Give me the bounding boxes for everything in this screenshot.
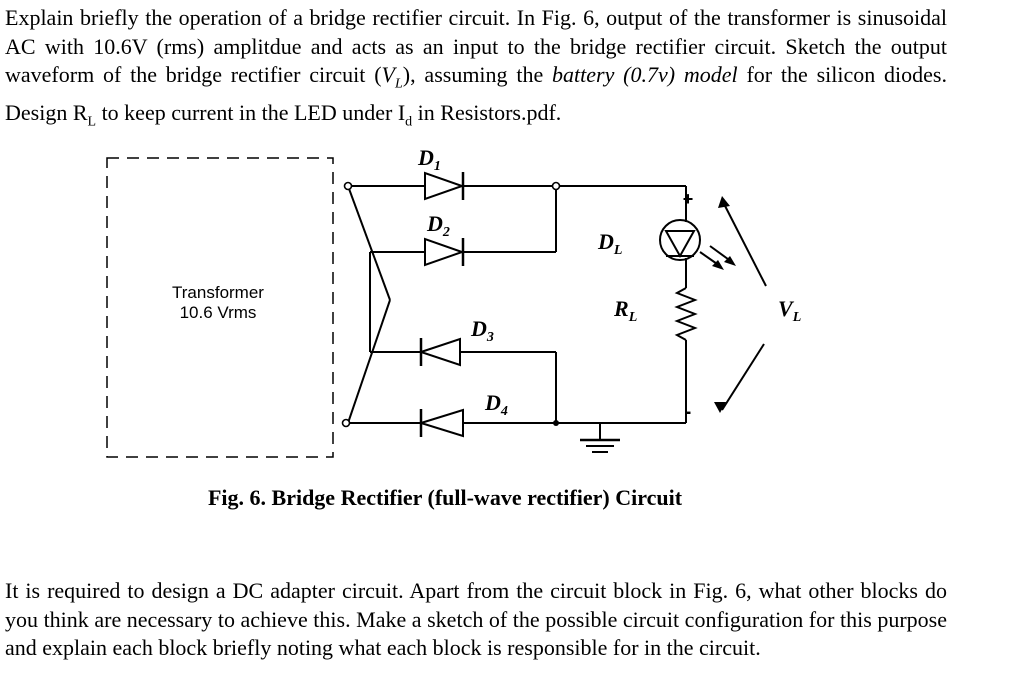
resistor-rl [674,287,698,341]
rl-subscript: L [87,114,97,130]
diode-d4 [417,408,464,438]
label-plus: + [683,189,694,209]
transformer-label-1: Transformer [172,283,264,302]
label-dl: DL [597,229,622,258]
led-dl [659,219,701,261]
diode-d3 [417,337,461,367]
transformer-label-2: 10.6 Vrms [180,303,257,322]
diode-d1 [424,171,466,201]
label-minus: - [685,401,692,423]
question-2-text: It is required to design a DC adapter ci… [5,578,947,660]
label-rl: RL [613,296,637,325]
label-d1: D1 [417,145,441,174]
question-1-text: Explain briefly the operation of a bridg… [5,5,947,130]
label-d2: D2 [426,211,450,240]
label-vl: VL [778,296,801,325]
diode-d2 [424,237,466,267]
battery-model-term: battery (0.7v) model [552,62,738,87]
label-d3: D3 [470,316,494,345]
figure-caption: Fig. 6. Bridge Rectifier (full-wave rect… [207,485,683,510]
label-d4: D4 [484,390,508,419]
vl-symbol: VL [381,62,403,92]
id-subscript: d [405,114,413,130]
transformer-box [106,157,334,458]
